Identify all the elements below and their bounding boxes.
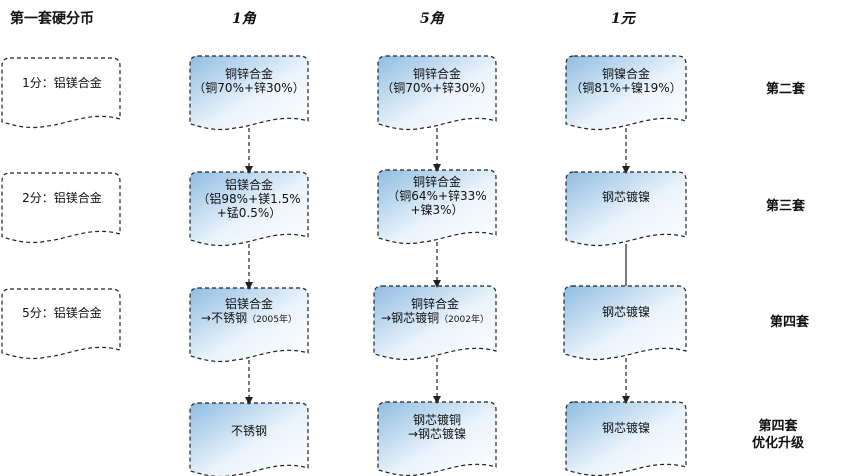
col1-row4-shape	[189, 402, 309, 476]
col1-row2-shape	[189, 171, 309, 247]
col3-row3-shape	[563, 285, 687, 361]
header-1-jiao: 1角	[232, 11, 256, 27]
col3-row1-shape	[565, 55, 687, 131]
row-label-fourth-series-upgrade-line1: 第四套	[758, 419, 798, 434]
row-label-fourth-series: 第四套	[770, 315, 810, 330]
col2-row4-shape	[377, 401, 497, 476]
row-label-fourth-series-upgrade: 第四套 优化升级	[752, 418, 804, 452]
header-5-jiao: 5角	[420, 11, 444, 27]
nodes-layer	[1, 55, 687, 476]
header-first-series: 第一套硬分币	[10, 11, 94, 27]
col1-row1-shape	[189, 55, 309, 131]
col2-row3-shape	[373, 285, 497, 361]
row-label-third-series: 第三套	[766, 199, 806, 214]
left-node-1fen-shape	[1, 57, 121, 129]
col3-row2-shape	[565, 171, 687, 247]
connectors-layer	[245, 128, 630, 405]
col2-row2-shape	[377, 169, 497, 245]
header-1-yuan: 1元	[611, 11, 635, 27]
col2-row1-shape	[377, 55, 497, 131]
row-label-second-series: 第二套	[766, 82, 806, 97]
col1-row3-shape	[189, 287, 309, 363]
left-node-5fen-shape	[1, 288, 121, 360]
left-node-2fen-shape	[1, 172, 121, 244]
col3-row4-shape	[565, 401, 687, 476]
row-label-fourth-series-upgrade-line2: 优化升级	[752, 436, 805, 451]
